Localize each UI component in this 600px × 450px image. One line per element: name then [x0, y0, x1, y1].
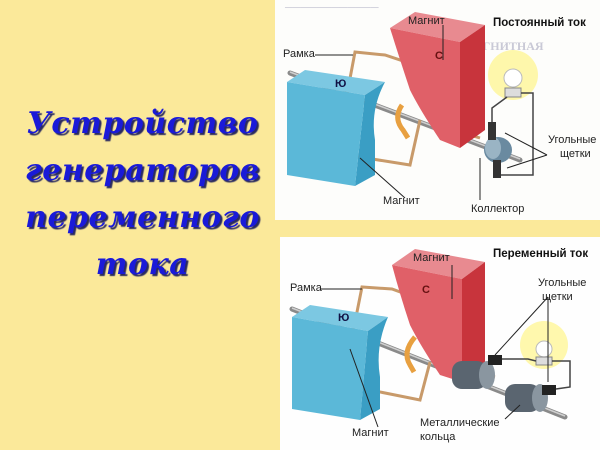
dc-generator-diagram: ──────────── ЭЛЕКТРОМАГНИТНАЯ В 1831 г. [275, 0, 600, 220]
title-line-3: переменного [25, 200, 260, 235]
label-magnet-bottom: Магнит [383, 195, 420, 207]
label-pole-north: С [435, 50, 443, 62]
label-frame: Рамка [283, 48, 315, 60]
label-magnet-top: Магнит [413, 252, 450, 264]
label-rings-line1: Металлические [420, 417, 500, 429]
label-pole-south: Ю [338, 312, 350, 324]
ac-heading: Переменный ток [493, 248, 589, 260]
label-brushes-line1: Угольные [548, 134, 597, 146]
label-magnet-bottom: Магнит [352, 427, 389, 439]
label-frame: Рамка [290, 282, 322, 294]
label-commutator: Коллектор [471, 203, 525, 215]
label-pole-south: Ю [335, 78, 347, 90]
label-brushes-line2: щетки [542, 291, 573, 303]
background-book-text: ──────────── [285, 2, 379, 14]
label-magnet-top: Магнит [408, 15, 445, 27]
label-rings-line2: кольца [420, 431, 456, 443]
label-pole-north: С [422, 284, 430, 296]
dc-generator-illustration [287, 12, 548, 200]
title-line-4: тока [95, 247, 190, 282]
label-brushes-line2: щетки [560, 148, 591, 160]
ac-generator-illustration [289, 249, 571, 428]
label-brushes-line1: Угольные [538, 277, 587, 289]
slide-title: Устройство генераторов переменного тока [10, 100, 275, 288]
ac-generator-diagram: Переменный ток Магнит Рамка Ю С Угольные… [280, 237, 600, 450]
dc-heading: Постоянный ток [493, 17, 586, 29]
title-line-2: генераторов [24, 153, 261, 188]
title-line-1: Устройство [26, 106, 259, 141]
